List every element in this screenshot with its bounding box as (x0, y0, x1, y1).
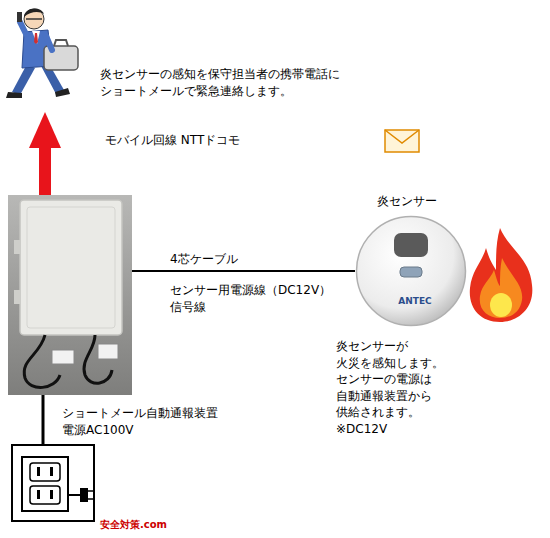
power-wire (42, 395, 45, 445)
socket-slot (50, 467, 53, 476)
person-glasses (26, 18, 42, 20)
power-outlet (12, 445, 94, 521)
flame-core (490, 293, 512, 317)
socket-slot (50, 490, 53, 499)
enclosure-lid (27, 207, 115, 328)
flame-middle (480, 258, 522, 318)
plug-head (80, 488, 88, 502)
person-arm (46, 36, 52, 50)
person-shoe (55, 88, 70, 97)
enclosure-hinge (14, 240, 20, 254)
photo-background (8, 195, 132, 395)
envelope-flap (385, 130, 419, 143)
sensor-indicator (400, 267, 422, 277)
cable-plug (98, 344, 118, 359)
outlet-socket (30, 486, 60, 504)
person-leg (12, 64, 35, 95)
person-head (24, 9, 44, 29)
flame-sensor: 炎センサーANTEC (355, 215, 467, 327)
brand-logo: ANTEC (385, 293, 445, 310)
connector-label: モバイル回線 NTTドコモ (105, 132, 240, 149)
plug-cord (68, 494, 80, 496)
cable-line (132, 270, 355, 272)
cable-plug (52, 350, 74, 364)
plug-pins (88, 491, 93, 499)
auto-alert-device: ショートメール自動通報装置 電源AC100V (8, 195, 132, 395)
enclosure-hinge (14, 290, 20, 304)
outlet-socket (30, 463, 60, 481)
outlet-plate (22, 457, 68, 511)
sensor-window (394, 233, 428, 257)
mobile-phone (17, 12, 22, 22)
sensor-outline (355, 215, 467, 327)
socket-slot (37, 467, 40, 476)
connector-label: 4芯ケーブル (170, 251, 238, 268)
flame-illustration (470, 228, 533, 322)
annotation-text: 炎センサーが 火災を感知します。 センサーの電源は 自動通報装置から 供給されま… (336, 338, 452, 437)
person-shirt (32, 31, 40, 44)
envelope-body (385, 130, 419, 152)
person-illustration (6, 9, 78, 98)
annotation-text: センサー用電源線（DC12V） (170, 282, 370, 299)
annotation-text: 信号線 (170, 299, 270, 316)
node-label: 炎センサー (377, 193, 477, 210)
device-photo (8, 195, 132, 395)
person-tie (34, 33, 38, 44)
notified-person: 炎センサーの感知を保守担当者の携帯電話に ショートメールで緊急連絡します。 (0, 0, 350, 112)
node-label: 炎センサーの感知を保守担当者の携帯電話に ショートメールで緊急連絡します。 (100, 66, 346, 100)
watermark: 安全対策.com (100, 516, 220, 533)
sensor-body (357, 217, 466, 326)
person-hair (24, 9, 44, 17)
outlet-frame (12, 445, 94, 521)
bag-handle (54, 40, 68, 46)
enclosure-box (20, 200, 122, 335)
socket-slot (37, 490, 40, 499)
person-shoe (6, 92, 22, 98)
envelope-icon (385, 130, 419, 152)
flame-outer (470, 228, 533, 322)
mobile-link-arrow (39, 132, 51, 195)
node-label: ショートメール自動通報装置 電源AC100V (62, 405, 242, 439)
